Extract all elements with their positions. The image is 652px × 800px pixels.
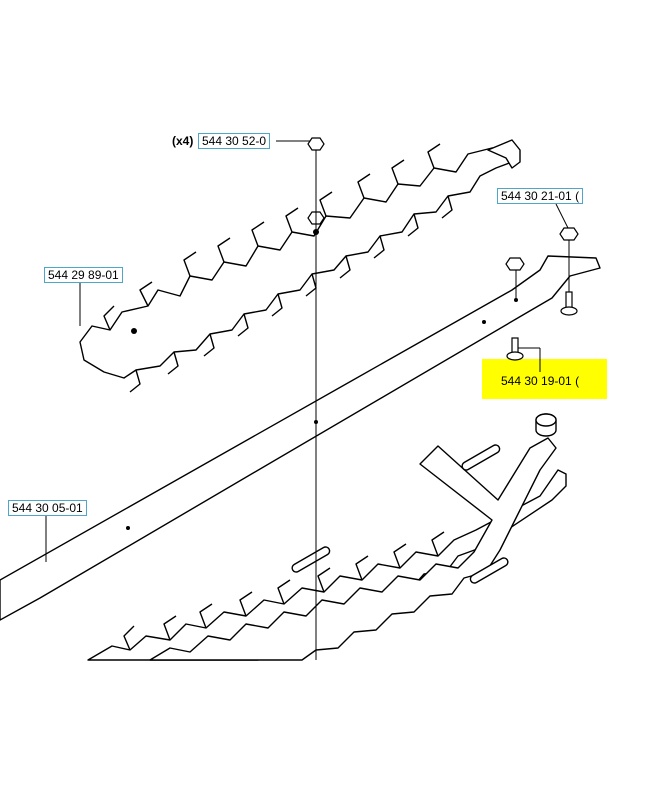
nut [559,227,579,241]
slot [461,444,501,471]
hole [482,320,486,324]
bolt [560,291,578,316]
part-label-guide-bar[interactable]: 544 30 05-01 [8,500,87,516]
lower-blade-1-teeth [123,531,445,651]
slot [469,557,509,584]
part-label-bolt[interactable]: 544 30 19-01 ( [501,374,580,388]
lower-blade-2 [149,437,557,661]
hole [131,328,137,334]
upper-blade-tab [487,139,521,169]
part-highlight [482,359,607,399]
part-label-upper-blade[interactable]: 544 29 89-01 [44,267,123,283]
hole [126,526,130,530]
nut [505,257,525,271]
leader-screw [555,203,569,229]
bolt-highlighted [506,337,524,361]
guide-bar [0,255,601,621]
part-label-nut[interactable]: 544 30 52-0 [198,133,271,149]
qty-label: (x4) [172,134,194,148]
nut [307,137,325,151]
part-label-screw[interactable]: 544 30 21-01 ( [497,188,584,204]
pin-top [535,413,557,427]
slot [291,546,331,573]
